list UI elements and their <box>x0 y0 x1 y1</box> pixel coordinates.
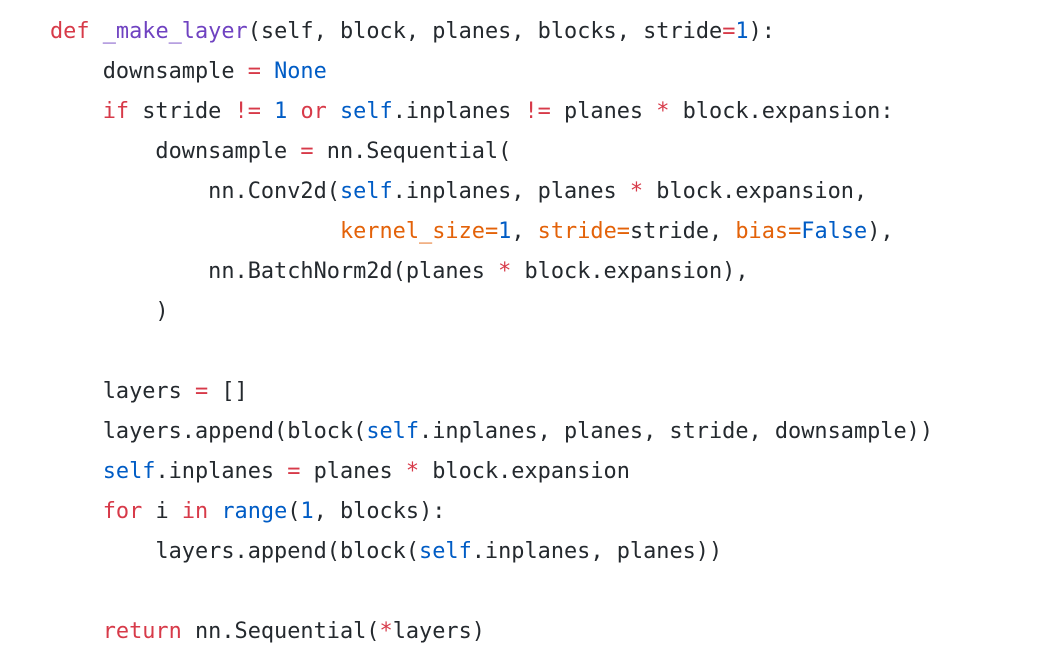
code-line: layers.append(block(self.inplanes, plane… <box>50 532 933 572</box>
code-text: ): <box>748 19 775 44</box>
code-text: layers.append(block( <box>50 539 420 564</box>
keyword-token: return <box>102 619 182 644</box>
code-text: planes <box>550 99 657 124</box>
parameter-token: = <box>484 219 499 244</box>
code-text <box>50 459 103 484</box>
code-text: downsample <box>50 59 248 84</box>
code-line: downsample = None <box>50 52 933 92</box>
code-text <box>50 99 103 124</box>
constant-token: 1 <box>300 499 314 524</box>
code-line <box>50 332 933 372</box>
code-text <box>90 19 103 44</box>
code-text: .inplanes, planes, stride, downsample)) <box>419 419 934 444</box>
code-text: nn.Sequential( <box>313 139 512 164</box>
code-text: i <box>142 499 182 524</box>
code-text: nn.BatchNorm2d(planes <box>50 259 499 284</box>
parameter-token: = <box>616 219 630 244</box>
code-text <box>261 59 274 84</box>
code-text <box>327 99 340 124</box>
keyword-token: if <box>102 99 130 124</box>
code-line: self.inplanes = planes * block.expansion <box>50 452 933 492</box>
code-text: ( <box>287 499 301 524</box>
keyword-token: in <box>181 499 209 524</box>
code-text: block.expansion), <box>511 259 749 284</box>
code-text: .inplanes, planes)) <box>471 539 723 564</box>
keyword-token: * <box>379 619 393 644</box>
constant-token: self <box>102 459 156 484</box>
code-text: ) <box>50 299 169 324</box>
keyword-token: != <box>524 99 551 124</box>
code-line: downsample = nn.Sequential( <box>50 132 933 172</box>
code-text <box>50 619 103 644</box>
code-line: return nn.Sequential(*layers) <box>50 612 933 652</box>
code-text: layers) <box>392 619 485 644</box>
code-text: block.expansion, <box>643 179 868 204</box>
parameter-token: bias <box>735 219 789 244</box>
constant-token: range <box>221 499 288 524</box>
code-text <box>50 219 340 244</box>
constant-token: False <box>801 219 868 244</box>
code-text <box>261 99 274 124</box>
keyword-token: = <box>194 379 209 404</box>
code-text: stride <box>129 99 235 124</box>
code-text: nn.Sequential( <box>181 619 380 644</box>
constant-token: 1 <box>498 219 512 244</box>
function-name-token: _make_layer <box>102 19 248 44</box>
code-line: ) <box>50 292 933 332</box>
keyword-token: = <box>287 459 301 484</box>
code-text: (self, block, planes, blocks, stride <box>247 19 723 44</box>
code-text <box>287 99 300 124</box>
code-text: stride, <box>629 219 736 244</box>
code-text <box>50 499 103 524</box>
code-text <box>208 499 221 524</box>
keyword-token: * <box>629 179 644 204</box>
code-line: layers.append(block(self.inplanes, plane… <box>50 412 933 452</box>
keyword-token: * <box>656 99 670 124</box>
code-line: layers = [] <box>50 372 933 412</box>
code-line: kernel_size=1, stride=stride, bias=False… <box>50 212 933 252</box>
parameter-token: = <box>788 219 802 244</box>
code-block: def _make_layer(self, block, planes, blo… <box>50 12 933 652</box>
code-text: ), <box>867 219 894 244</box>
constant-token: 1 <box>735 19 749 44</box>
keyword-token: * <box>405 459 420 484</box>
parameter-token: kernel_size <box>339 219 485 244</box>
constant-token: None <box>274 59 327 84</box>
code-line: if stride != 1 or self.inplanes != plane… <box>50 92 933 132</box>
code-line: def _make_layer(self, block, planes, blo… <box>50 12 933 52</box>
code-text: planes <box>300 459 406 484</box>
keyword-token: = <box>300 139 314 164</box>
code-text: .inplanes <box>392 99 525 124</box>
keyword-token: != <box>234 99 261 124</box>
code-line: nn.Conv2d(self.inplanes, planes * block.… <box>50 172 933 212</box>
code-line: nn.BatchNorm2d(planes * block.expansion)… <box>50 252 933 292</box>
code-text: layers.append(block( <box>50 419 367 444</box>
code-text: downsample <box>50 139 301 164</box>
keyword-token: = <box>247 59 261 84</box>
constant-token: self <box>339 179 393 204</box>
keyword-token: for <box>102 499 143 524</box>
parameter-token: stride <box>537 219 617 244</box>
code-line <box>50 572 933 612</box>
constant-token: 1 <box>274 99 288 124</box>
code-text: nn.Conv2d( <box>50 179 340 204</box>
keyword-token: = <box>722 19 736 44</box>
constant-token: self <box>419 539 472 564</box>
code-text: block.expansion <box>419 459 630 484</box>
code-text: , <box>511 219 538 244</box>
constant-token: self <box>339 99 393 124</box>
code-text: layers <box>50 379 195 404</box>
code-text: [] <box>208 379 248 404</box>
code-line: for i in range(1, blocks): <box>50 492 933 532</box>
code-text: block.expansion: <box>669 99 894 124</box>
keyword-token: * <box>498 259 512 284</box>
code-text: .inplanes <box>155 459 288 484</box>
constant-token: self <box>366 419 420 444</box>
keyword-token: or <box>300 99 327 124</box>
keyword-token: def <box>50 19 90 44</box>
code-text: .inplanes, planes <box>392 179 630 204</box>
code-text: , blocks): <box>313 499 446 524</box>
